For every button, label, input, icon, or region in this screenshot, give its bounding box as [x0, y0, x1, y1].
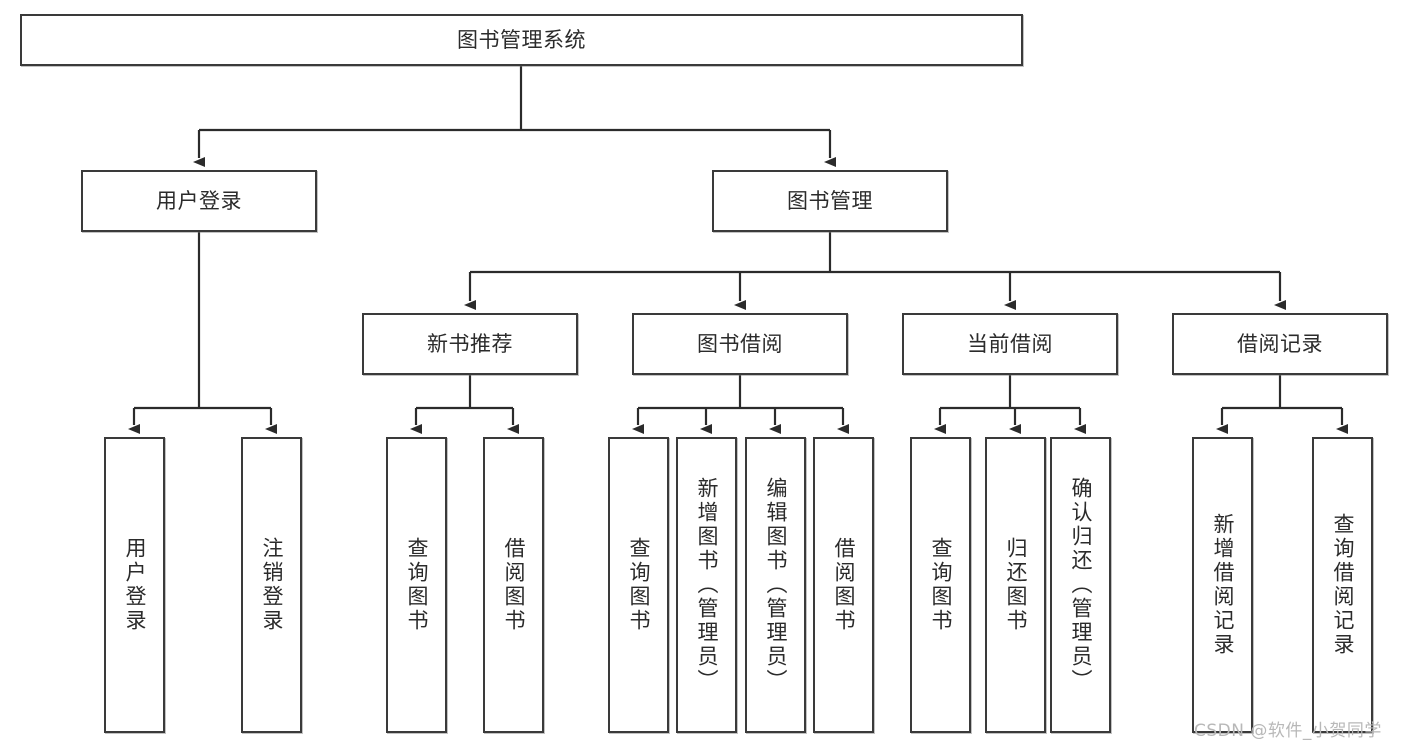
node-user-login[interactable]: 用户登录	[81, 170, 317, 232]
node-label: 图书借阅	[697, 331, 783, 356]
node-book-management[interactable]: 图书管理	[712, 170, 948, 232]
node-leaf-current-query[interactable]: 查询图书	[910, 437, 971, 733]
node-book-borrow[interactable]: 图书借阅	[632, 313, 848, 375]
node-leaf-borrow-add-admin[interactable]: 新增图书（管理员）	[676, 437, 737, 733]
node-label: 查询借阅记录	[1331, 513, 1356, 657]
node-current-borrow[interactable]: 当前借阅	[902, 313, 1118, 375]
csdn-watermark: CSDN @软件_小贺同学	[1194, 721, 1382, 741]
node-label: 借阅记录	[1237, 331, 1323, 356]
node-label: 编辑图书（管理员）	[764, 477, 789, 693]
node-label: 确认归还（管理员）	[1069, 477, 1094, 693]
node-label: 用户登录	[156, 188, 242, 213]
node-label: 查询图书	[929, 537, 954, 633]
node-label: 用户登录	[123, 537, 148, 633]
node-label: 查询图书	[405, 537, 430, 633]
node-label: 新书推荐	[427, 331, 513, 356]
node-leaf-borrow-edit-admin[interactable]: 编辑图书（管理员）	[745, 437, 806, 733]
node-new-book-recommend[interactable]: 新书推荐	[362, 313, 578, 375]
node-label: 图书管理	[787, 188, 873, 213]
node-borrow-record[interactable]: 借阅记录	[1172, 313, 1388, 375]
node-label: 新增借阅记录	[1211, 513, 1236, 657]
node-leaf-newbook-query[interactable]: 查询图书	[386, 437, 447, 733]
node-leaf-user-logout[interactable]: 注销登录	[241, 437, 302, 733]
node-label: 图书管理系统	[457, 27, 586, 52]
node-leaf-current-confirm-admin[interactable]: 确认归还（管理员）	[1050, 437, 1111, 733]
node-leaf-record-add[interactable]: 新增借阅记录	[1192, 437, 1253, 733]
node-label: 新增图书（管理员）	[695, 477, 720, 693]
node-label: 归还图书	[1004, 537, 1029, 633]
node-leaf-record-query[interactable]: 查询借阅记录	[1312, 437, 1373, 733]
node-leaf-current-return[interactable]: 归还图书	[985, 437, 1046, 733]
node-leaf-newbook-borrow[interactable]: 借阅图书	[483, 437, 544, 733]
node-label: 查询图书	[627, 537, 652, 633]
node-leaf-user-login[interactable]: 用户登录	[104, 437, 165, 733]
node-leaf-borrow-query[interactable]: 查询图书	[608, 437, 669, 733]
node-label: 当前借阅	[967, 331, 1053, 356]
node-leaf-borrow-book[interactable]: 借阅图书	[813, 437, 874, 733]
node-root-system[interactable]: 图书管理系统	[20, 14, 1023, 66]
node-label: 借阅图书	[502, 537, 527, 633]
node-label: 借阅图书	[832, 537, 857, 633]
node-label: 注销登录	[260, 537, 285, 633]
